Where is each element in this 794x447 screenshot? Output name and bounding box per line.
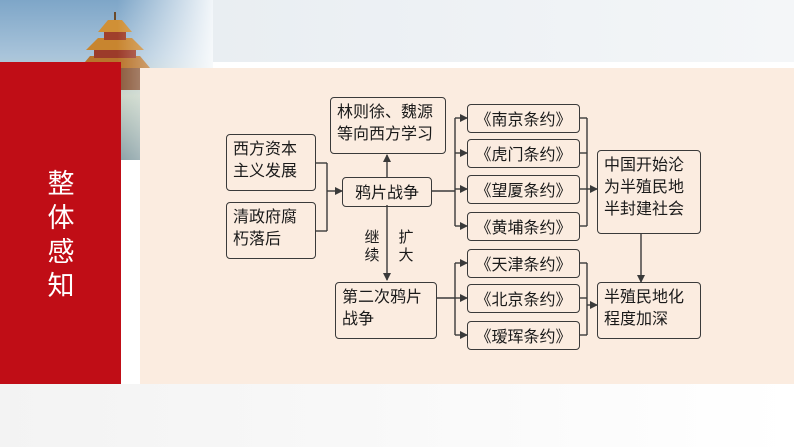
box-qing-decay: 清政府腐 朽落后 bbox=[226, 202, 316, 259]
title-char: 整 bbox=[47, 169, 75, 200]
side-panel bbox=[0, 62, 121, 384]
label-expand-char: 大 bbox=[398, 246, 414, 264]
box-lin-wei: 林则徐、魏源 等向西方学习 bbox=[330, 97, 446, 154]
box-treaty-wangxia: 《望厦条约》 bbox=[467, 175, 580, 204]
box-treaty-huangpu: 《黄埔条约》 bbox=[467, 212, 580, 241]
box-treaty-tianjin: 《天津条约》 bbox=[467, 249, 580, 278]
footer-band bbox=[0, 384, 794, 447]
title-char: 知 bbox=[47, 271, 75, 302]
label-continue-char: 继 bbox=[364, 228, 380, 246]
box-opium-war: 鸦片战争 bbox=[342, 177, 432, 207]
box-treaty-humen: 《虎门条约》 bbox=[467, 139, 580, 168]
title-char: 体 bbox=[47, 203, 75, 234]
box-second-opium-war: 第二次鸦片 战争 bbox=[335, 282, 437, 339]
box-semi-colonial-start: 中国开始沦 为半殖民地 半封建社会 bbox=[597, 150, 701, 234]
label-expand-char: 扩 bbox=[398, 228, 414, 246]
box-treaty-beijing: 《北京条约》 bbox=[467, 284, 580, 313]
box-western-capitalism: 西方资本 主义发展 bbox=[226, 134, 316, 191]
section-title: 整 体 感 知 bbox=[44, 168, 78, 304]
box-treaty-aihui: 《瑷珲条约》 bbox=[467, 321, 580, 350]
box-semi-colonial-deepen: 半殖民地化 程度加深 bbox=[597, 282, 701, 339]
header-band bbox=[213, 0, 794, 62]
title-char: 感 bbox=[47, 237, 75, 268]
box-treaty-nanjing: 《南京条约》 bbox=[467, 104, 580, 133]
label-continue-char: 续 bbox=[364, 246, 380, 264]
